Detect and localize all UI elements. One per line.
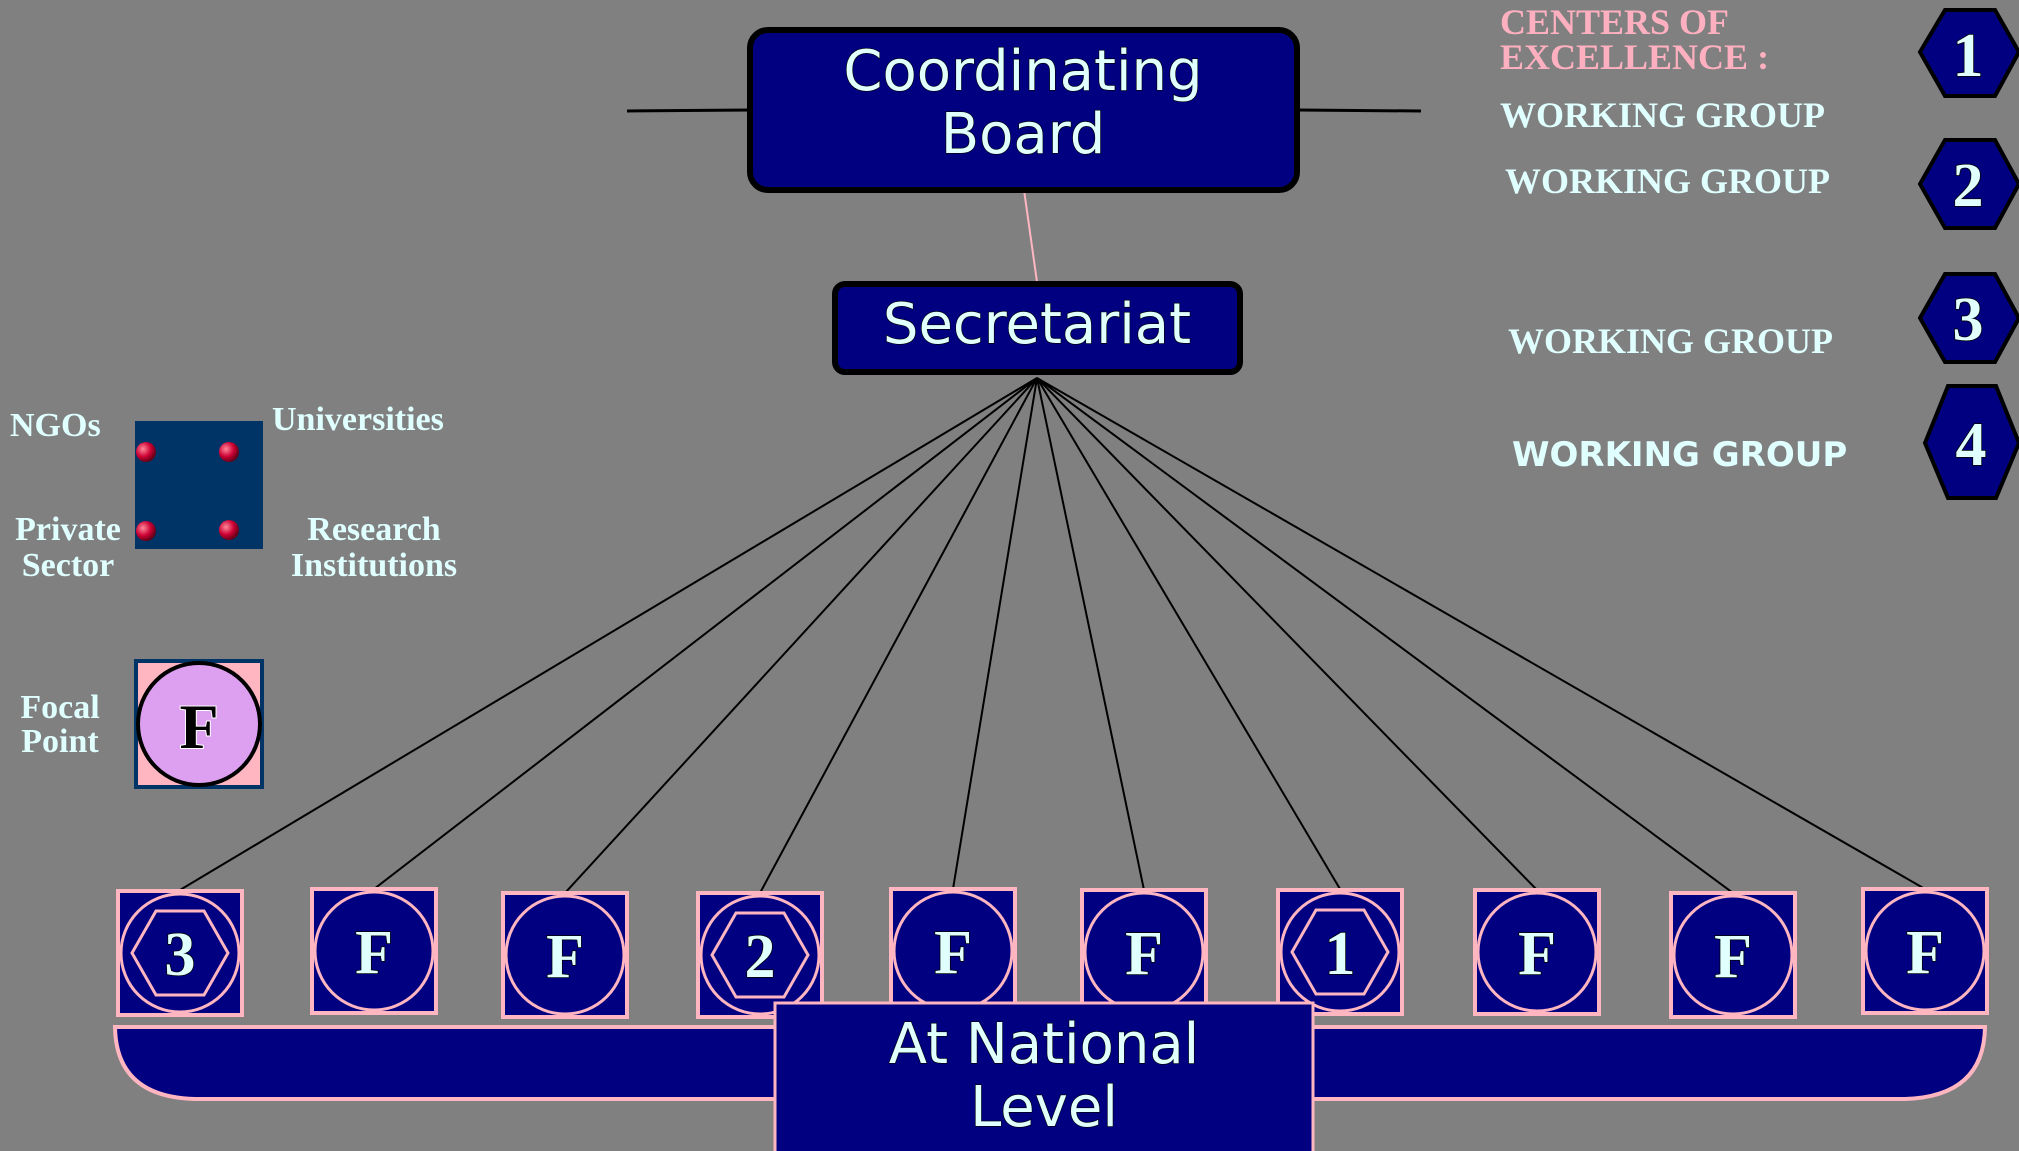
connector-line xyxy=(759,377,1038,894)
national-level-box[interactable]: At National Level xyxy=(773,1001,1315,1151)
private-sector-label-line1: Private xyxy=(15,511,121,548)
connector-line xyxy=(1036,377,1538,891)
node-label: 1 xyxy=(1325,920,1356,988)
center-node[interactable]: 2 xyxy=(696,891,824,1019)
working-group-label-2: WORKING GROUP xyxy=(1505,161,1830,201)
focal-node[interactable]: F xyxy=(501,891,629,1019)
focal-point-letter: F xyxy=(179,691,218,762)
focal-node[interactable]: F xyxy=(1669,891,1797,1019)
focal-point-label-line2: Point xyxy=(21,723,99,760)
working-group-label-1: WORKING GROUP xyxy=(1500,95,1825,135)
board-secretariat-link xyxy=(1023,189,1038,283)
connector-line xyxy=(1036,377,1145,891)
centers-header-line1: CENTERS OF xyxy=(1500,2,1729,42)
connector-line xyxy=(1036,377,1734,894)
node-label: F xyxy=(1714,923,1752,991)
research-dot-icon xyxy=(219,520,239,540)
working-group-label-3: WORKING GROUP xyxy=(1508,321,1833,361)
research-label-line2: Institutions xyxy=(291,547,457,584)
working-group-number-3: 3 xyxy=(1953,286,1984,354)
connector-line xyxy=(564,377,1038,894)
focal-node[interactable]: F xyxy=(889,887,1017,1015)
connector-line xyxy=(1036,377,1341,890)
working-group-3-hexagon: 3 xyxy=(1917,272,2019,364)
focal-node[interactable]: F xyxy=(310,887,438,1015)
working-group-number-2: 2 xyxy=(1953,152,1984,220)
focal-node[interactable]: F xyxy=(1861,887,1989,1015)
board-left-line xyxy=(626,108,753,113)
connector-lines xyxy=(179,377,1926,894)
national-level-line2: Level xyxy=(970,1075,1118,1140)
hexagon-icon xyxy=(710,911,810,999)
national-level-line1: At National xyxy=(889,1012,1199,1077)
stakeholders-legend-square xyxy=(135,421,263,549)
focal-point-label-line1: Focal xyxy=(20,689,99,726)
node-label: F xyxy=(1518,920,1556,988)
working-group-number-1: 1 xyxy=(1953,22,1984,90)
national-nodes: 3 F F 2 F F 1 F F F xyxy=(116,887,1989,1019)
node-label: 2 xyxy=(745,923,776,991)
secretariat-box[interactable]: Secretariat xyxy=(832,281,1243,375)
node-label: 3 xyxy=(165,921,196,989)
board-right-line xyxy=(1297,108,1422,113)
hexagon-icon xyxy=(1290,908,1390,996)
node-label: F xyxy=(1906,919,1944,987)
coordinating-board[interactable]: Coordinating Board xyxy=(747,27,1300,193)
ngos-label: NGOs xyxy=(10,407,101,444)
private-sector-label-line2: Sector xyxy=(22,547,115,584)
working-group-1-hexagon: 1 xyxy=(1917,8,2019,98)
working-group-4-hexagon: 4 xyxy=(1922,384,2019,500)
node-label: F xyxy=(355,919,393,987)
connector-line xyxy=(373,377,1038,890)
secretariat-label: Secretariat xyxy=(883,292,1191,357)
connector-line xyxy=(1036,377,1926,890)
working-group-number-4: 4 xyxy=(1956,411,1987,479)
centers-header-line2: EXCELLENCE : xyxy=(1500,37,1769,77)
university-dot-icon xyxy=(219,442,239,462)
board-title-line1: Coordinating xyxy=(843,39,1202,104)
center-node[interactable]: 3 xyxy=(116,889,244,1017)
center-node[interactable]: 1 xyxy=(1276,888,1404,1016)
hexagon-icon xyxy=(130,909,230,997)
board-title-line2: Board xyxy=(941,102,1106,167)
working-group-label-4: WORKING GROUP xyxy=(1512,435,1847,475)
node-label: F xyxy=(1125,920,1163,988)
node-label: F xyxy=(546,923,584,991)
connector-line xyxy=(179,377,1038,891)
focal-node[interactable]: F xyxy=(1080,888,1208,1016)
research-label-line1: Research xyxy=(307,511,441,548)
focal-node[interactable]: F xyxy=(1473,888,1601,1016)
working-group-2-hexagon: 2 xyxy=(1917,138,2019,230)
connector-line xyxy=(952,377,1038,890)
private-sector-dot-icon xyxy=(136,521,156,541)
universities-label: Universities xyxy=(272,401,444,438)
node-label: F xyxy=(934,919,972,987)
ngo-dot-icon xyxy=(136,442,156,462)
focal-point-legend: F xyxy=(134,659,264,789)
